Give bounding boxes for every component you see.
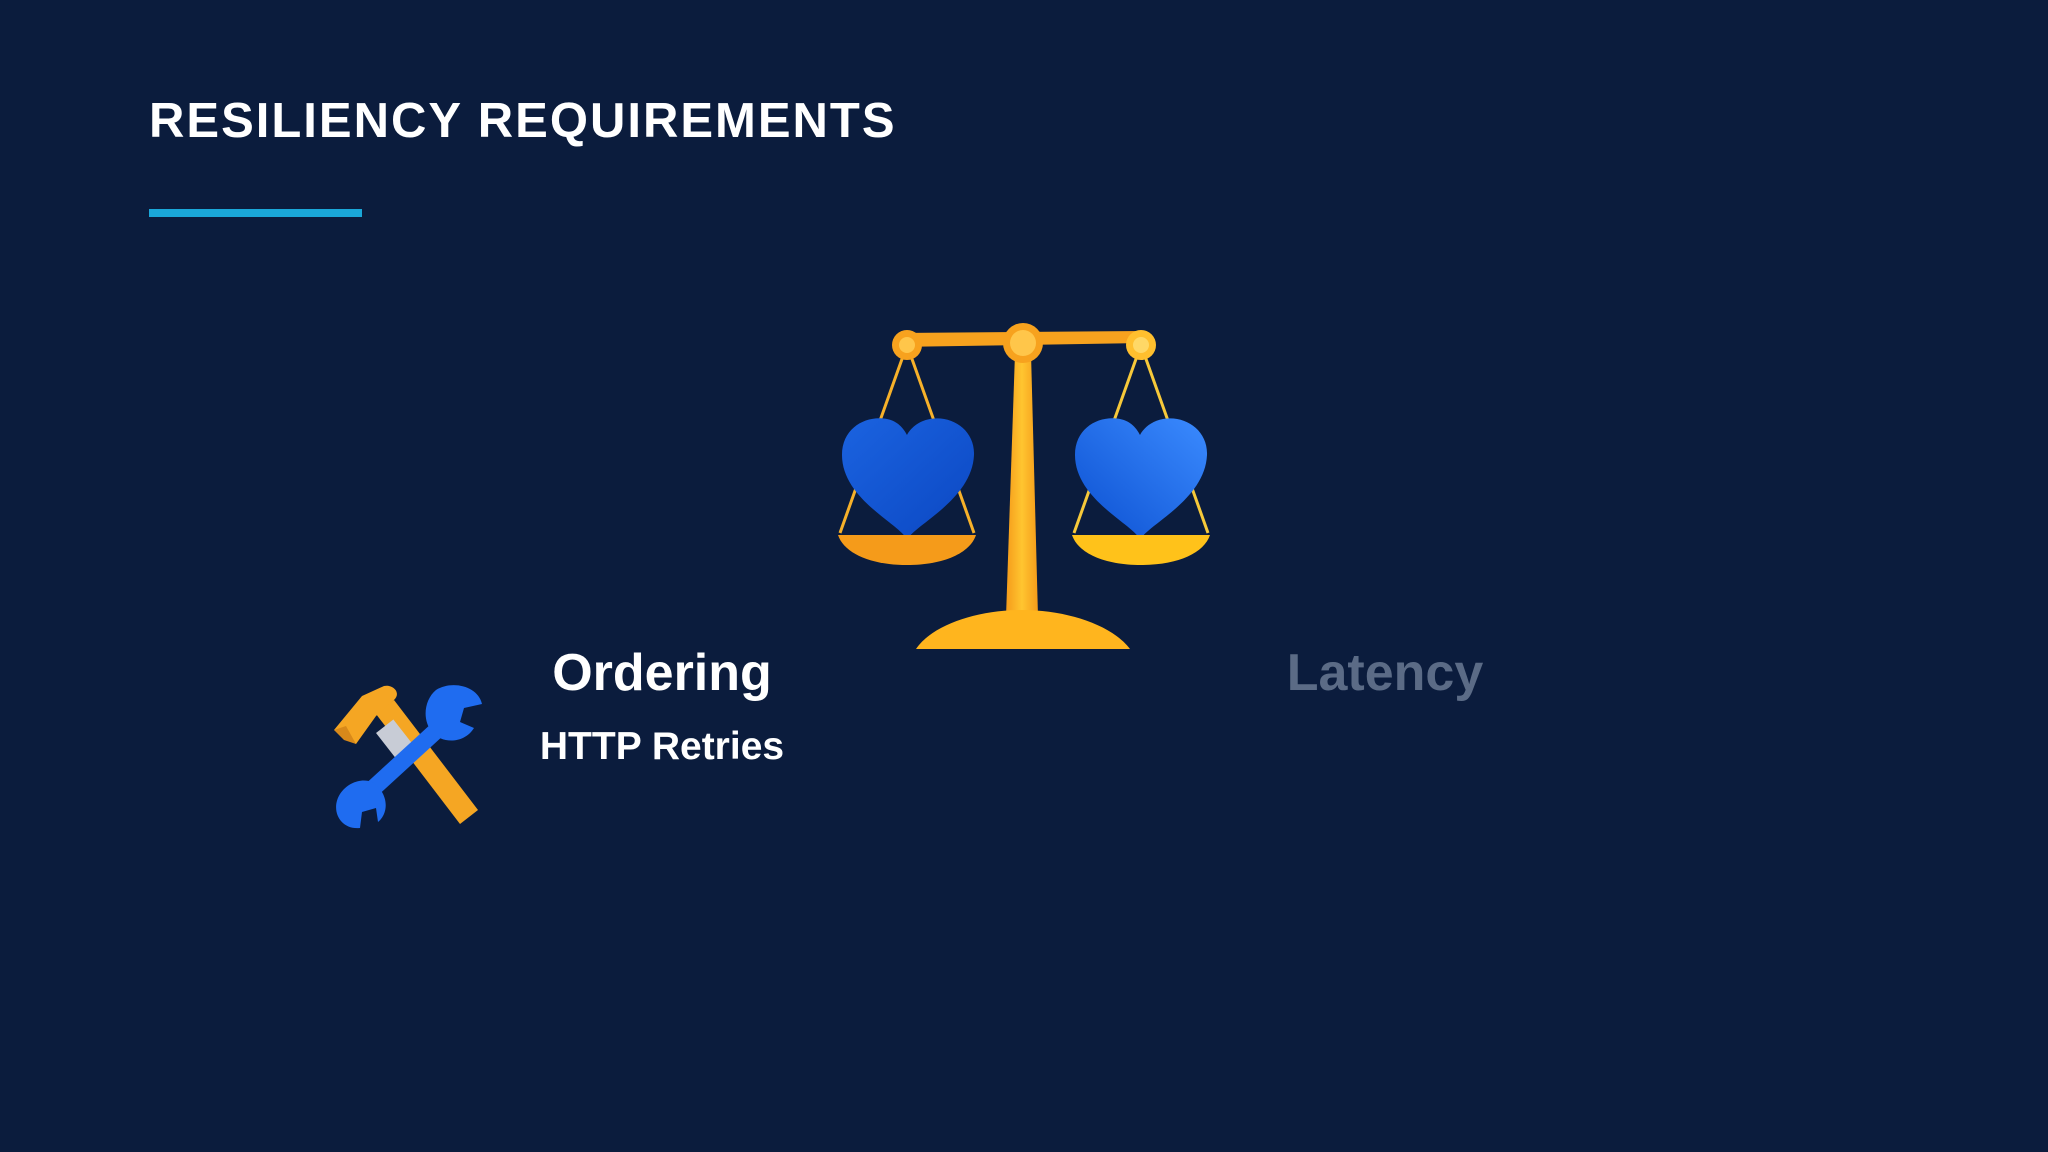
http-retries-label: HTTP Retries — [539, 725, 785, 768]
balance-scale-with-hearts-icon — [838, 323, 1210, 649]
slide-title: RESILIENCY REQUIREMENTS — [149, 94, 897, 148]
latency-label: Latency — [1286, 644, 1484, 702]
title-accent-bar — [149, 209, 362, 217]
hammer-wrench-icon — [334, 685, 482, 829]
ordering-label: Ordering — [552, 644, 772, 702]
